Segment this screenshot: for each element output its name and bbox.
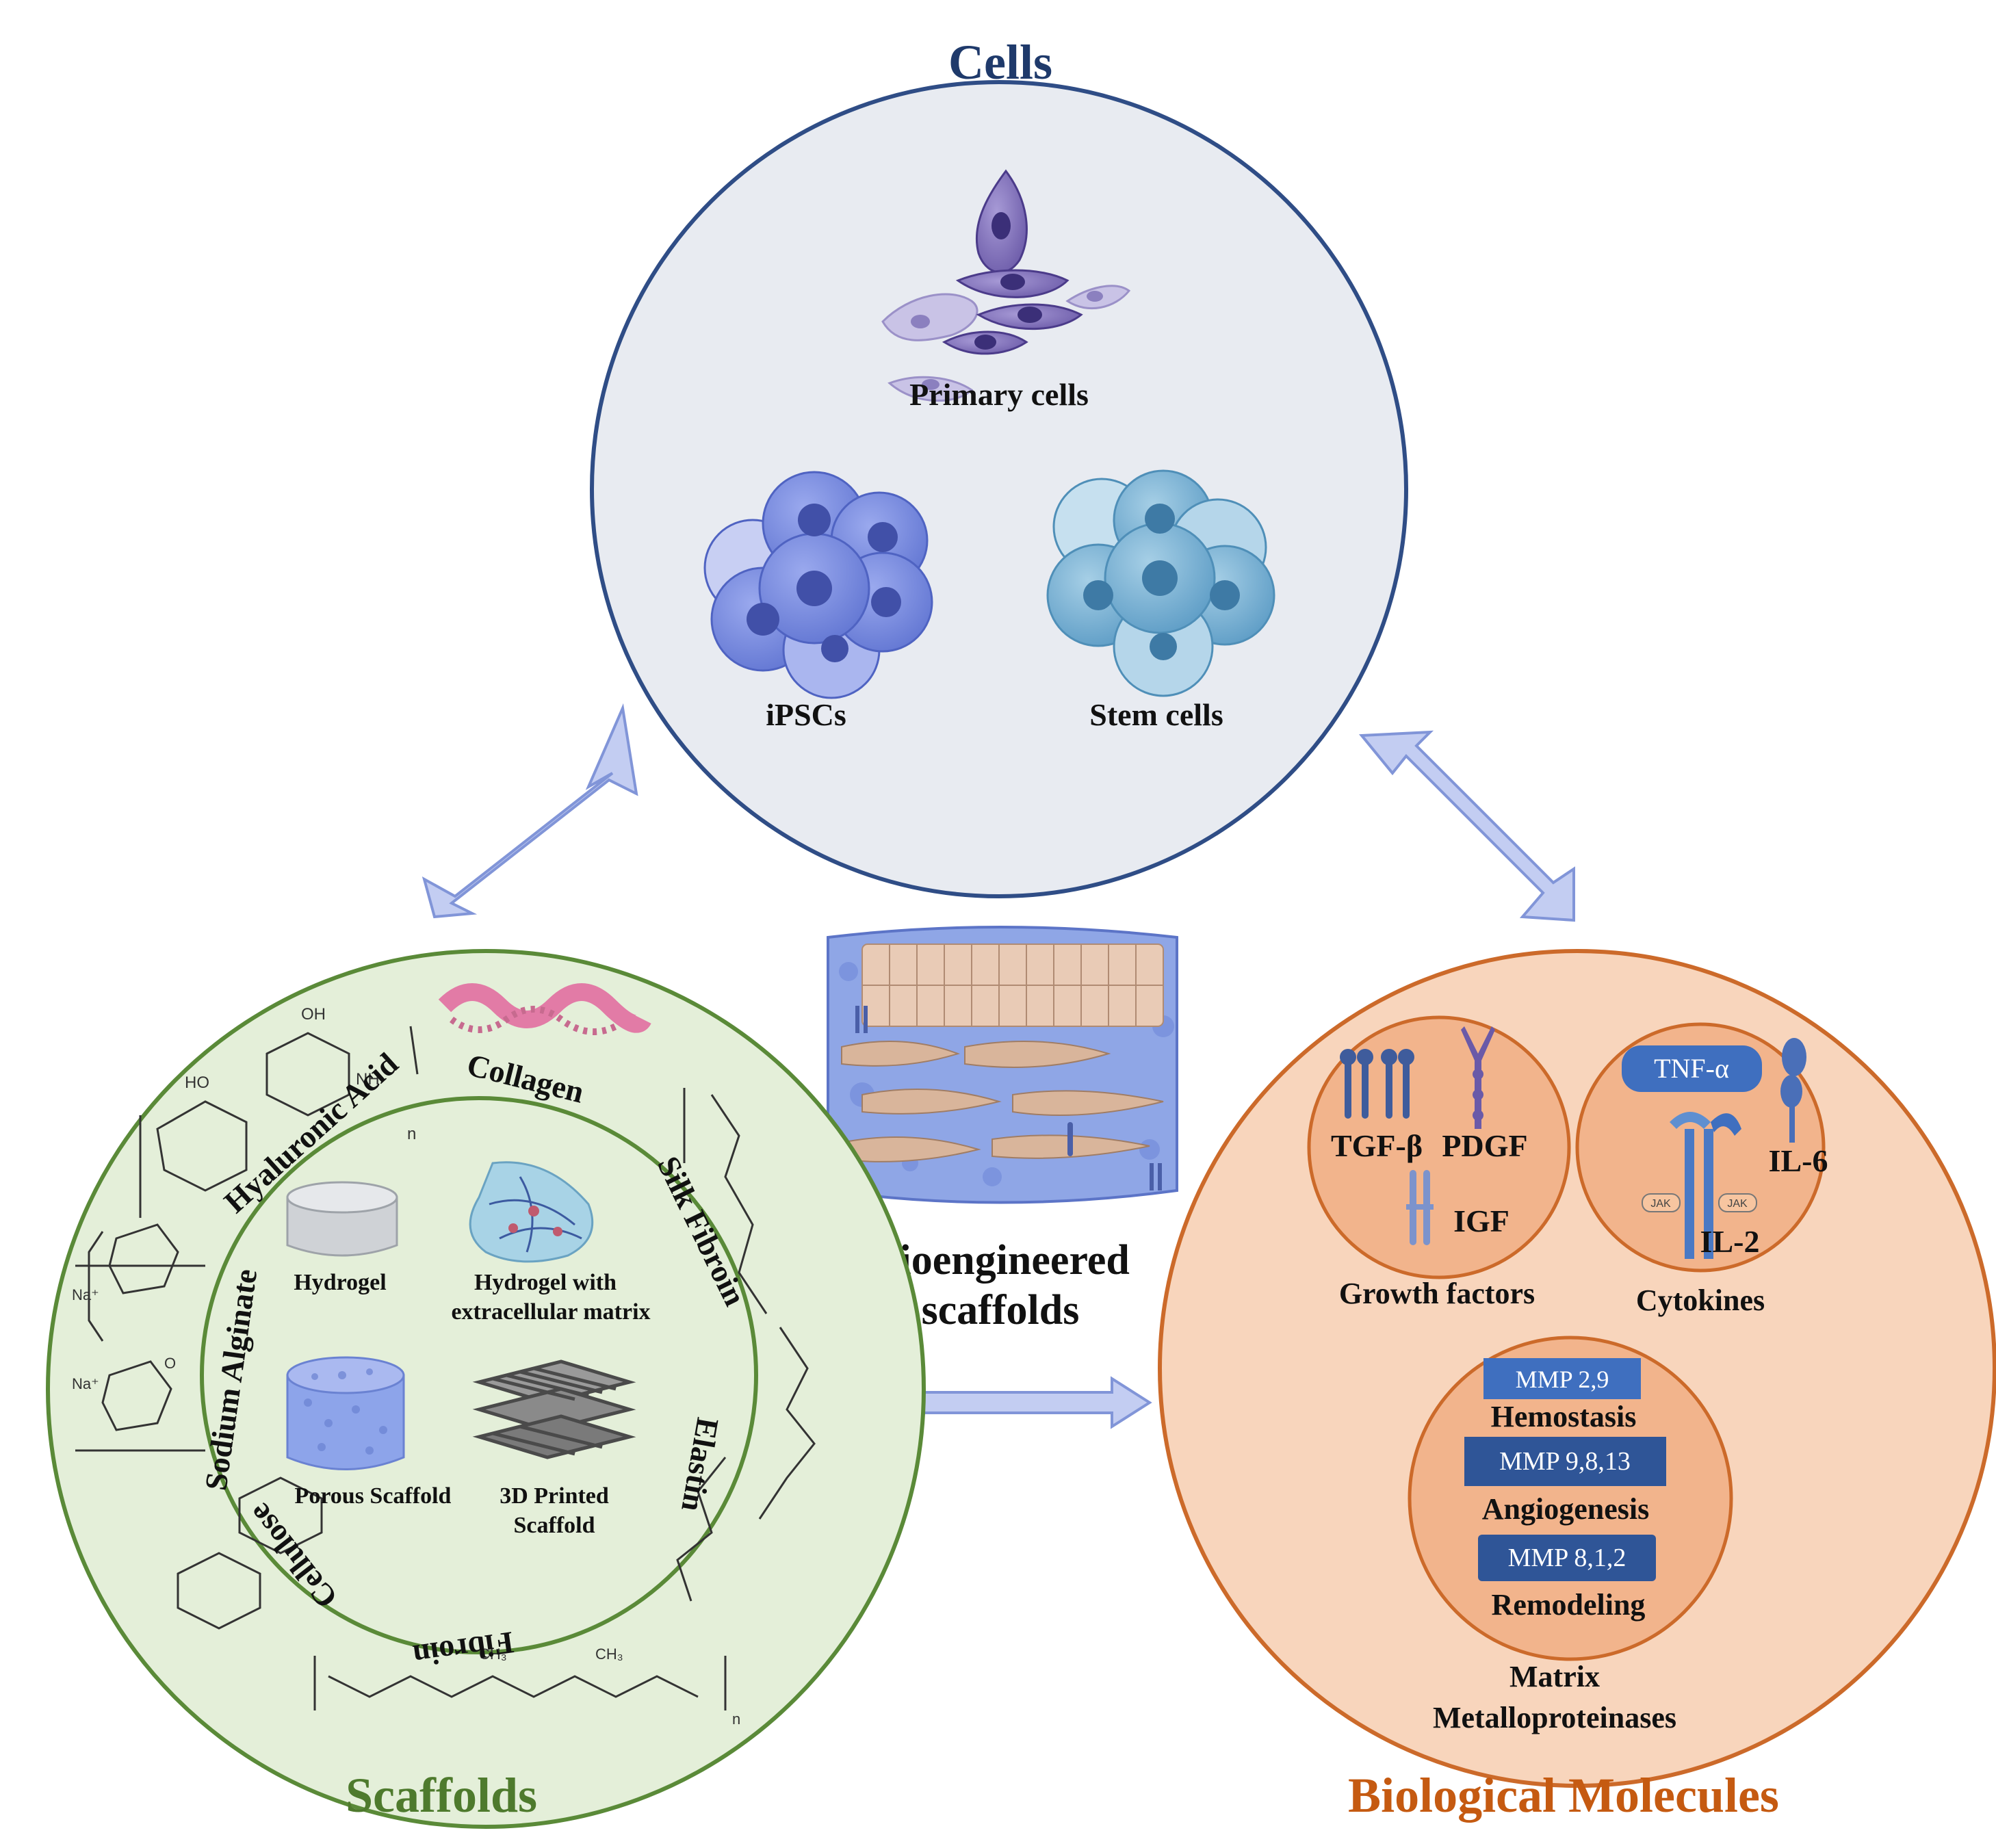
stem-cells-label: Stem cells (1089, 697, 1223, 732)
mmp2-label: MMP 9,8,13 (1499, 1447, 1631, 1476)
bioengineered-scaffold-illustration (827, 926, 1178, 1204)
3d-printed-label-1: 3D Printed (500, 1483, 609, 1509)
biological-molecules-title: Biological Molecules (1348, 1768, 1779, 1823)
primary-cells-label: Primary cells (909, 377, 1089, 412)
growth-factors-circle (1307, 1015, 1571, 1279)
collagen-illustration (438, 983, 651, 1035)
svg-text:Na⁺: Na⁺ (72, 1375, 99, 1392)
hydrogel-ecm-label-2: extracellular matrix (451, 1299, 650, 1325)
tnf-box (1622, 1045, 1762, 1092)
jak-label-left: JAK (1650, 1198, 1671, 1210)
svg-text:O: O (164, 1355, 176, 1372)
ipscs-label: iPSCs (766, 697, 846, 732)
center-title-line2: scaffolds (922, 1287, 1080, 1333)
arrow-cells-scaffolds (422, 703, 638, 919)
svg-text:NH: NH (356, 1070, 380, 1089)
cytokines-label: Cytokines (1636, 1284, 1765, 1317)
chemical-labels: HO OH NH n Na⁺ Na⁺ O CH₃ CH₃ n (72, 1005, 740, 1728)
svg-text:Na⁺: Na⁺ (72, 1286, 99, 1303)
hemostasis-label: Hemostasis (1491, 1400, 1637, 1433)
porous-scaffold-illustration (286, 1356, 405, 1470)
igf-receptor-icon (1406, 1170, 1434, 1245)
pdgf-receptor-icon (1461, 1026, 1495, 1129)
ipscs-illustration (703, 471, 933, 699)
primary-cells-illustration (881, 169, 1131, 402)
svg-text:OH: OH (301, 1005, 326, 1024)
mmp3-box (1478, 1535, 1656, 1581)
cells-circle (590, 80, 1408, 898)
arrow-cells-biomol (1358, 730, 1575, 922)
porous-scaffold-label: Porous Scaffold (295, 1483, 452, 1509)
tgf-label: TGF-β (1331, 1128, 1423, 1163)
mmp-title-line1: Matrix (1509, 1660, 1600, 1693)
svg-text:CH₃: CH₃ (479, 1645, 507, 1663)
remodeling-label: Remodeling (1492, 1588, 1646, 1622)
il2-receptor-icon (1642, 1112, 1757, 1259)
igf-label: IGF (1453, 1203, 1509, 1238)
il6-icon (1780, 1038, 1806, 1143)
pdgf-label: PDGF (1442, 1128, 1527, 1163)
angiogenesis-label: Angiogenesis (1482, 1492, 1649, 1526)
jak-label-right: JAK (1727, 1198, 1748, 1210)
svg-text:n: n (407, 1125, 416, 1143)
growth-factors-label: Growth factors (1339, 1277, 1535, 1310)
mmp1-box (1483, 1358, 1641, 1399)
3d-printed-scaffold-illustration (472, 1359, 636, 1459)
svg-text:HO: HO (185, 1073, 209, 1092)
tnf-label: TNF-α (1654, 1053, 1729, 1084)
chemical-structures (75, 1026, 816, 1710)
svg-text:CH₃: CH₃ (595, 1645, 623, 1663)
hydrogel-ecm-illustration (469, 1161, 594, 1263)
scaffolds-title: Scaffolds (346, 1768, 537, 1823)
tgf-receptor-icon (1340, 1049, 1414, 1119)
hydrogel-illustration (286, 1181, 398, 1257)
3d-printed-label-2: Scaffold (514, 1513, 595, 1538)
mmp2-box (1464, 1437, 1666, 1486)
svg-text:n: n (732, 1710, 740, 1728)
mmp3-label: MMP 8,1,2 (1508, 1544, 1626, 1572)
center-title-line1: Bioengineered (871, 1237, 1130, 1284)
hydrogel-label: Hydrogel (294, 1270, 386, 1295)
hydrogel-ecm-label-1: Hydrogel with (474, 1270, 617, 1295)
stem-cells-illustration (1046, 469, 1275, 697)
il6-label: IL-6 (1769, 1143, 1828, 1178)
mmp-title-line2: Metalloproteinases (1433, 1701, 1676, 1734)
il2-label: IL-2 (1700, 1224, 1760, 1259)
mmp1-label: MMP 2,9 (1516, 1366, 1609, 1393)
